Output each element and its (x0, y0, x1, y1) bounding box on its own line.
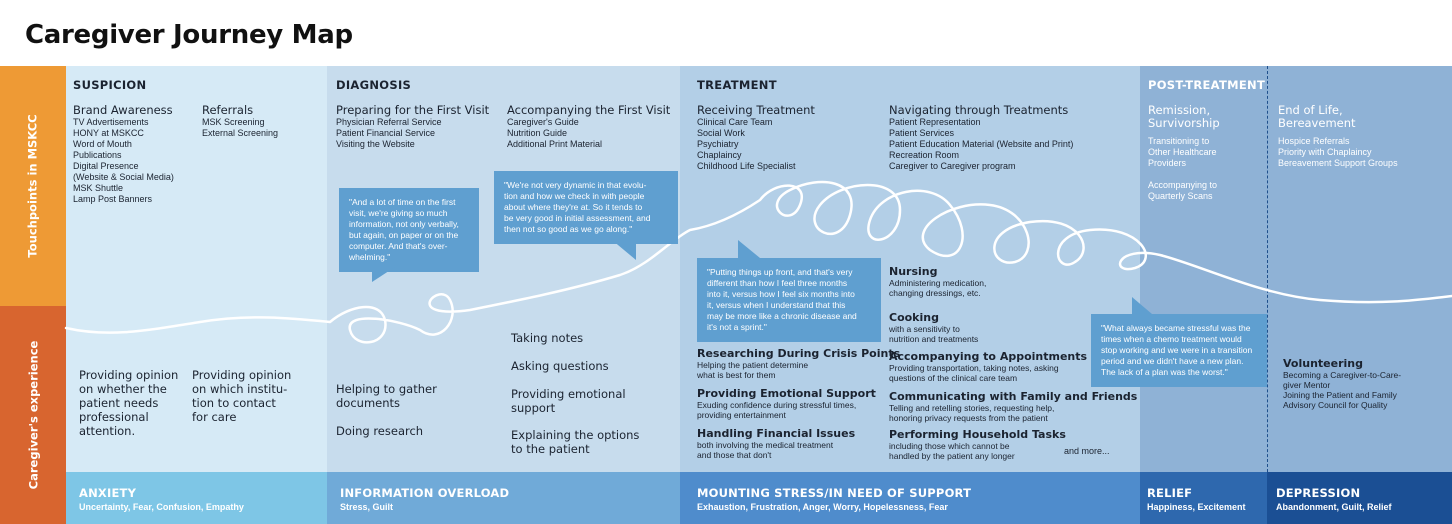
experience-and-more: and more... (1064, 446, 1110, 456)
suspicion-column (66, 66, 327, 472)
touchpoints-row-label: Touchpoints in MSKCC (0, 66, 66, 306)
experience-row-label: Caregiver's experience (0, 306, 66, 524)
post-treatment-divider (1267, 66, 1268, 472)
page-title: Caregiver Journey Map (25, 20, 353, 50)
experience-volunteering: Volunteering Becoming a Caregiver-to-Car… (1283, 357, 1402, 410)
phase-treatment: TREATMENT (697, 78, 777, 92)
experience-asking-questions: Asking questions (511, 359, 609, 373)
phase-suspicion: SUSPICION (73, 78, 147, 92)
end-of-life-group: End of Life,Bereavement Hospice Referral… (1278, 103, 1398, 169)
quote-bubble-2: "We're not very dynamic in that evolu-ti… (494, 171, 678, 244)
experience-taking-notes: Taking notes (511, 331, 584, 345)
navigating-treatments-group: Navigating through Treatments Patient Re… (889, 103, 1074, 172)
referrals-title: Referrals (202, 103, 254, 117)
brand-awareness-title: Brand Awareness (73, 103, 173, 117)
phase-diagnosis: DIAGNOSIS (336, 78, 412, 92)
phase-post-treatment: POST-TREATMENT (1148, 78, 1266, 92)
preparing-first-visit-group: Preparing for the First Visit Physician … (336, 103, 490, 150)
accompanying-first-visit-group: Accompanying the First Visit Caregiver's… (507, 103, 671, 150)
quote-bubble-3: "Putting things up front, and that's ver… (697, 258, 881, 342)
experience-research: Doing research (336, 424, 424, 438)
post-treatment-column (1140, 66, 1452, 472)
